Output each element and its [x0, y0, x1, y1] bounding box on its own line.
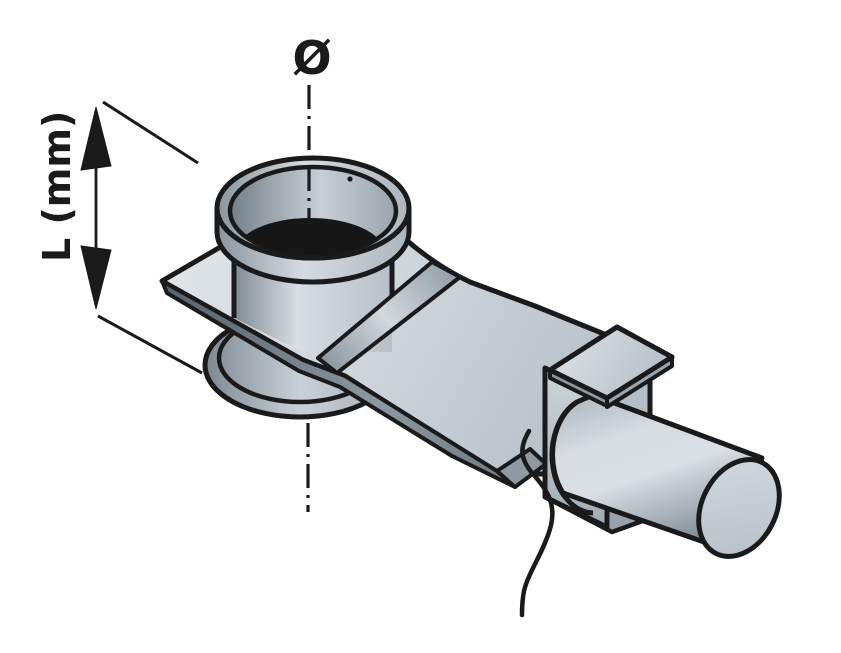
pipe-end-cap [696, 457, 782, 559]
centerline [306, 85, 311, 512]
outlet-bracket-assembly [542, 324, 782, 559]
arrowhead-down-icon [80, 245, 112, 310]
chute-bevel-band [316, 260, 462, 375]
extension-line-bottom [97, 314, 203, 375]
plate-thickness-edge [160, 279, 517, 489]
inlet-collar [214, 155, 412, 285]
extension-line-top [102, 100, 199, 165]
length-dimension-annotation [80, 100, 203, 375]
collar-hole [236, 218, 384, 255]
arrowhead-up-icon [80, 106, 112, 171]
bracket-hole-arc [549, 399, 594, 516]
length-dimension-label: L (mm) [35, 111, 79, 262]
bracket-top-plate [547, 324, 675, 401]
sensor-wire [519, 428, 555, 618]
rim-dot [347, 176, 353, 182]
diameter-symbol-label: Ø [292, 31, 331, 85]
